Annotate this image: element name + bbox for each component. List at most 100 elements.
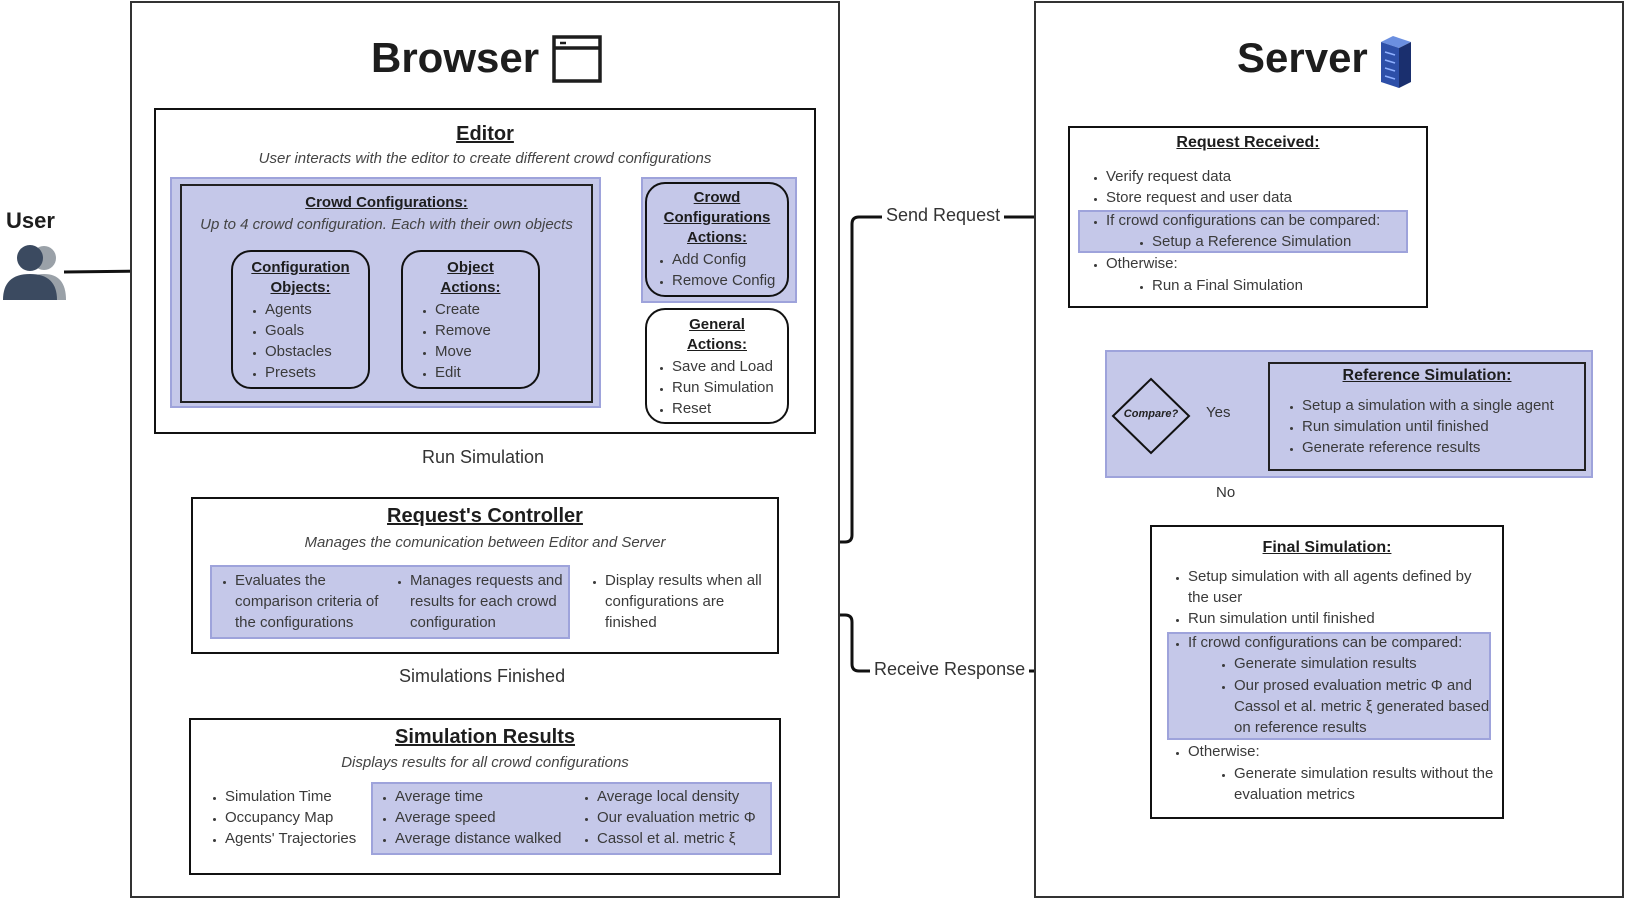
- list-item: Average local density: [597, 786, 774, 807]
- request-otherwise-sublist: Run a Final Simulation: [1134, 275, 1404, 296]
- final-simulation-list: Setup simulation with all agents defined…: [1170, 566, 1476, 629]
- crowd-configurations-actions-list: Add Config Remove Config: [656, 249, 787, 291]
- list-item: Run a Final Simulation: [1152, 275, 1404, 296]
- controller-list-2: Manages requests and results for each cr…: [392, 570, 564, 633]
- list-item: Setup simulation with all agents defined…: [1188, 566, 1476, 608]
- reference-simulation-title: Reference Simulation:: [1342, 367, 1512, 384]
- object-actions-title: Object Actions:: [440, 259, 501, 296]
- crowd-configurations-title: Crowd Configurations:: [305, 194, 468, 211]
- results-highlight: [371, 782, 772, 855]
- list-item: Presets: [265, 362, 368, 383]
- list-item: Manages requests and results for each cr…: [410, 570, 564, 633]
- configuration-objects-title: Configuration Objects:: [251, 259, 350, 296]
- list-item: Average speed: [395, 807, 577, 828]
- list-item: Our prosed evaluation metric Φ and Casso…: [1234, 675, 1490, 738]
- general-actions-box: General Actions: Save and Load Run Simul…: [645, 308, 789, 424]
- send-request-label: Send Request: [882, 205, 1005, 226]
- list-item: Agents' Trajectories: [225, 828, 367, 849]
- browser-title: Browser: [371, 34, 540, 81]
- server-rack-icon: [1381, 36, 1411, 88]
- server-title: Server: [1237, 34, 1368, 81]
- compare-decision-label: Compare?: [1123, 408, 1179, 420]
- general-actions-list: Save and Load Run Simulation Reset: [656, 356, 787, 419]
- request-otherwise-list: Otherwise:: [1088, 253, 1388, 274]
- list-item: Reset: [672, 398, 787, 419]
- editor-subtitle: User interacts with the editor to create…: [258, 150, 712, 167]
- list-item: Run Simulation: [672, 377, 787, 398]
- list-item: Generate simulation results without the …: [1234, 763, 1496, 805]
- list-item: Goals: [265, 320, 368, 341]
- run-simulation-label: Run Simulation: [420, 447, 547, 468]
- receive-response-label: Receive Response: [870, 659, 1030, 680]
- controller-title: Request's Controller: [387, 505, 583, 527]
- crowd-configurations-subtitle: Up to 4 crowd configuration. Each with t…: [200, 216, 573, 233]
- list-item: Simulation Time: [225, 786, 367, 807]
- list-item: Verify request data: [1106, 166, 1408, 187]
- request-received-title: Request Received:: [1176, 134, 1320, 151]
- list-item: Average time: [395, 786, 577, 807]
- list-item: Obstacles: [265, 341, 368, 362]
- object-actions-box: Object Actions: Create Remove Move Edit: [401, 250, 540, 389]
- crowd-configurations-actions-box: Crowd Configurations Actions: Add Config…: [645, 182, 789, 297]
- configuration-objects-list: Agents Goals Obstacles Presets: [247, 299, 368, 383]
- crowd-configurations-actions-title: Crowd Configurations Actions:: [663, 189, 771, 246]
- simulation-results-title: Simulation Results: [394, 726, 576, 748]
- user-label: User: [6, 208, 55, 233]
- list-item: Display results when all configurations …: [605, 570, 767, 633]
- simulation-results-subtitle: Displays results for all crowd configura…: [341, 754, 629, 771]
- list-item: Generate simulation results: [1234, 653, 1490, 674]
- request-compare-list: If crowd configurations can be compared:: [1088, 210, 1406, 231]
- results-list-2: Average time Average speed Average dista…: [377, 786, 577, 849]
- general-actions-title: General Actions:: [687, 316, 747, 353]
- request-compare-highlight: [1078, 210, 1408, 253]
- list-item: Remove: [435, 320, 538, 341]
- list-item: Run simulation until finished: [1188, 608, 1476, 629]
- editor-title: Editor: [456, 123, 514, 145]
- list-item: If crowd configurations can be compared:: [1188, 632, 1488, 653]
- final-compare-highlight: [1167, 632, 1491, 740]
- list-item: Generate reference results: [1302, 437, 1584, 458]
- list-item: If crowd configurations can be compared:: [1106, 210, 1406, 231]
- list-item: Run simulation until finished: [1302, 416, 1584, 437]
- results-list-1: Simulation Time Occupancy Map Agents' Tr…: [207, 786, 367, 849]
- list-item: Otherwise:: [1106, 253, 1388, 274]
- compare-decision-diamond: [1111, 377, 1191, 455]
- final-otherwise-list: Otherwise:: [1170, 741, 1470, 762]
- request-compare-sublist: Setup a Reference Simulation: [1134, 231, 1404, 252]
- list-item: Otherwise:: [1188, 741, 1470, 762]
- list-item: Setup a simulation with a single agent: [1302, 395, 1584, 416]
- list-item: Our evaluation metric Φ: [597, 807, 774, 828]
- list-item: Save and Load: [672, 356, 787, 377]
- list-item: Agents: [265, 299, 368, 320]
- list-item: Add Config: [672, 249, 787, 270]
- list-item: Evaluates the comparison criteria of the…: [235, 570, 385, 633]
- controller-subtitle: Manages the comunication between Editor …: [304, 534, 666, 551]
- list-item: Store request and user data: [1106, 187, 1408, 208]
- final-simulation-title: Final Simulation:: [1262, 539, 1392, 556]
- list-item: Average distance walked: [395, 828, 577, 849]
- final-compare-sublist-2: Our prosed evaluation metric Φ and Casso…: [1216, 675, 1490, 738]
- list-item: Move: [435, 341, 538, 362]
- controller-list-3: Display results when all configurations …: [587, 570, 767, 633]
- list-item: Remove Config: [672, 270, 787, 291]
- arrow-send-request: [779, 209, 1068, 544]
- no-label: No: [1213, 484, 1239, 501]
- user-group-icon: [3, 245, 66, 300]
- reference-simulation-box: [1268, 362, 1586, 471]
- browser-window-icon: [552, 35, 602, 83]
- list-item: Edit: [435, 362, 538, 383]
- request-received-list: Verify request data Store request and us…: [1088, 166, 1408, 208]
- final-otherwise-sublist: Generate simulation results without the …: [1216, 763, 1496, 805]
- controller-list-1: Evaluates the comparison criteria of the…: [217, 570, 385, 633]
- object-actions-list: Create Remove Move Edit: [417, 299, 538, 383]
- list-item: Create: [435, 299, 538, 320]
- yes-label: Yes: [1204, 404, 1233, 421]
- final-compare-sublist: Generate simulation results: [1216, 653, 1490, 674]
- list-item: Cassol et al. metric ξ: [597, 828, 774, 849]
- simulations-finished-label: Simulations Finished: [397, 666, 568, 687]
- arrow-receive-response: [780, 607, 1150, 673]
- results-list-3: Average local density Our evaluation met…: [579, 786, 774, 849]
- configuration-objects-box: Configuration Objects: Agents Goals Obst…: [231, 250, 370, 389]
- controller-highlight: [210, 565, 570, 639]
- list-item: Occupancy Map: [225, 807, 367, 828]
